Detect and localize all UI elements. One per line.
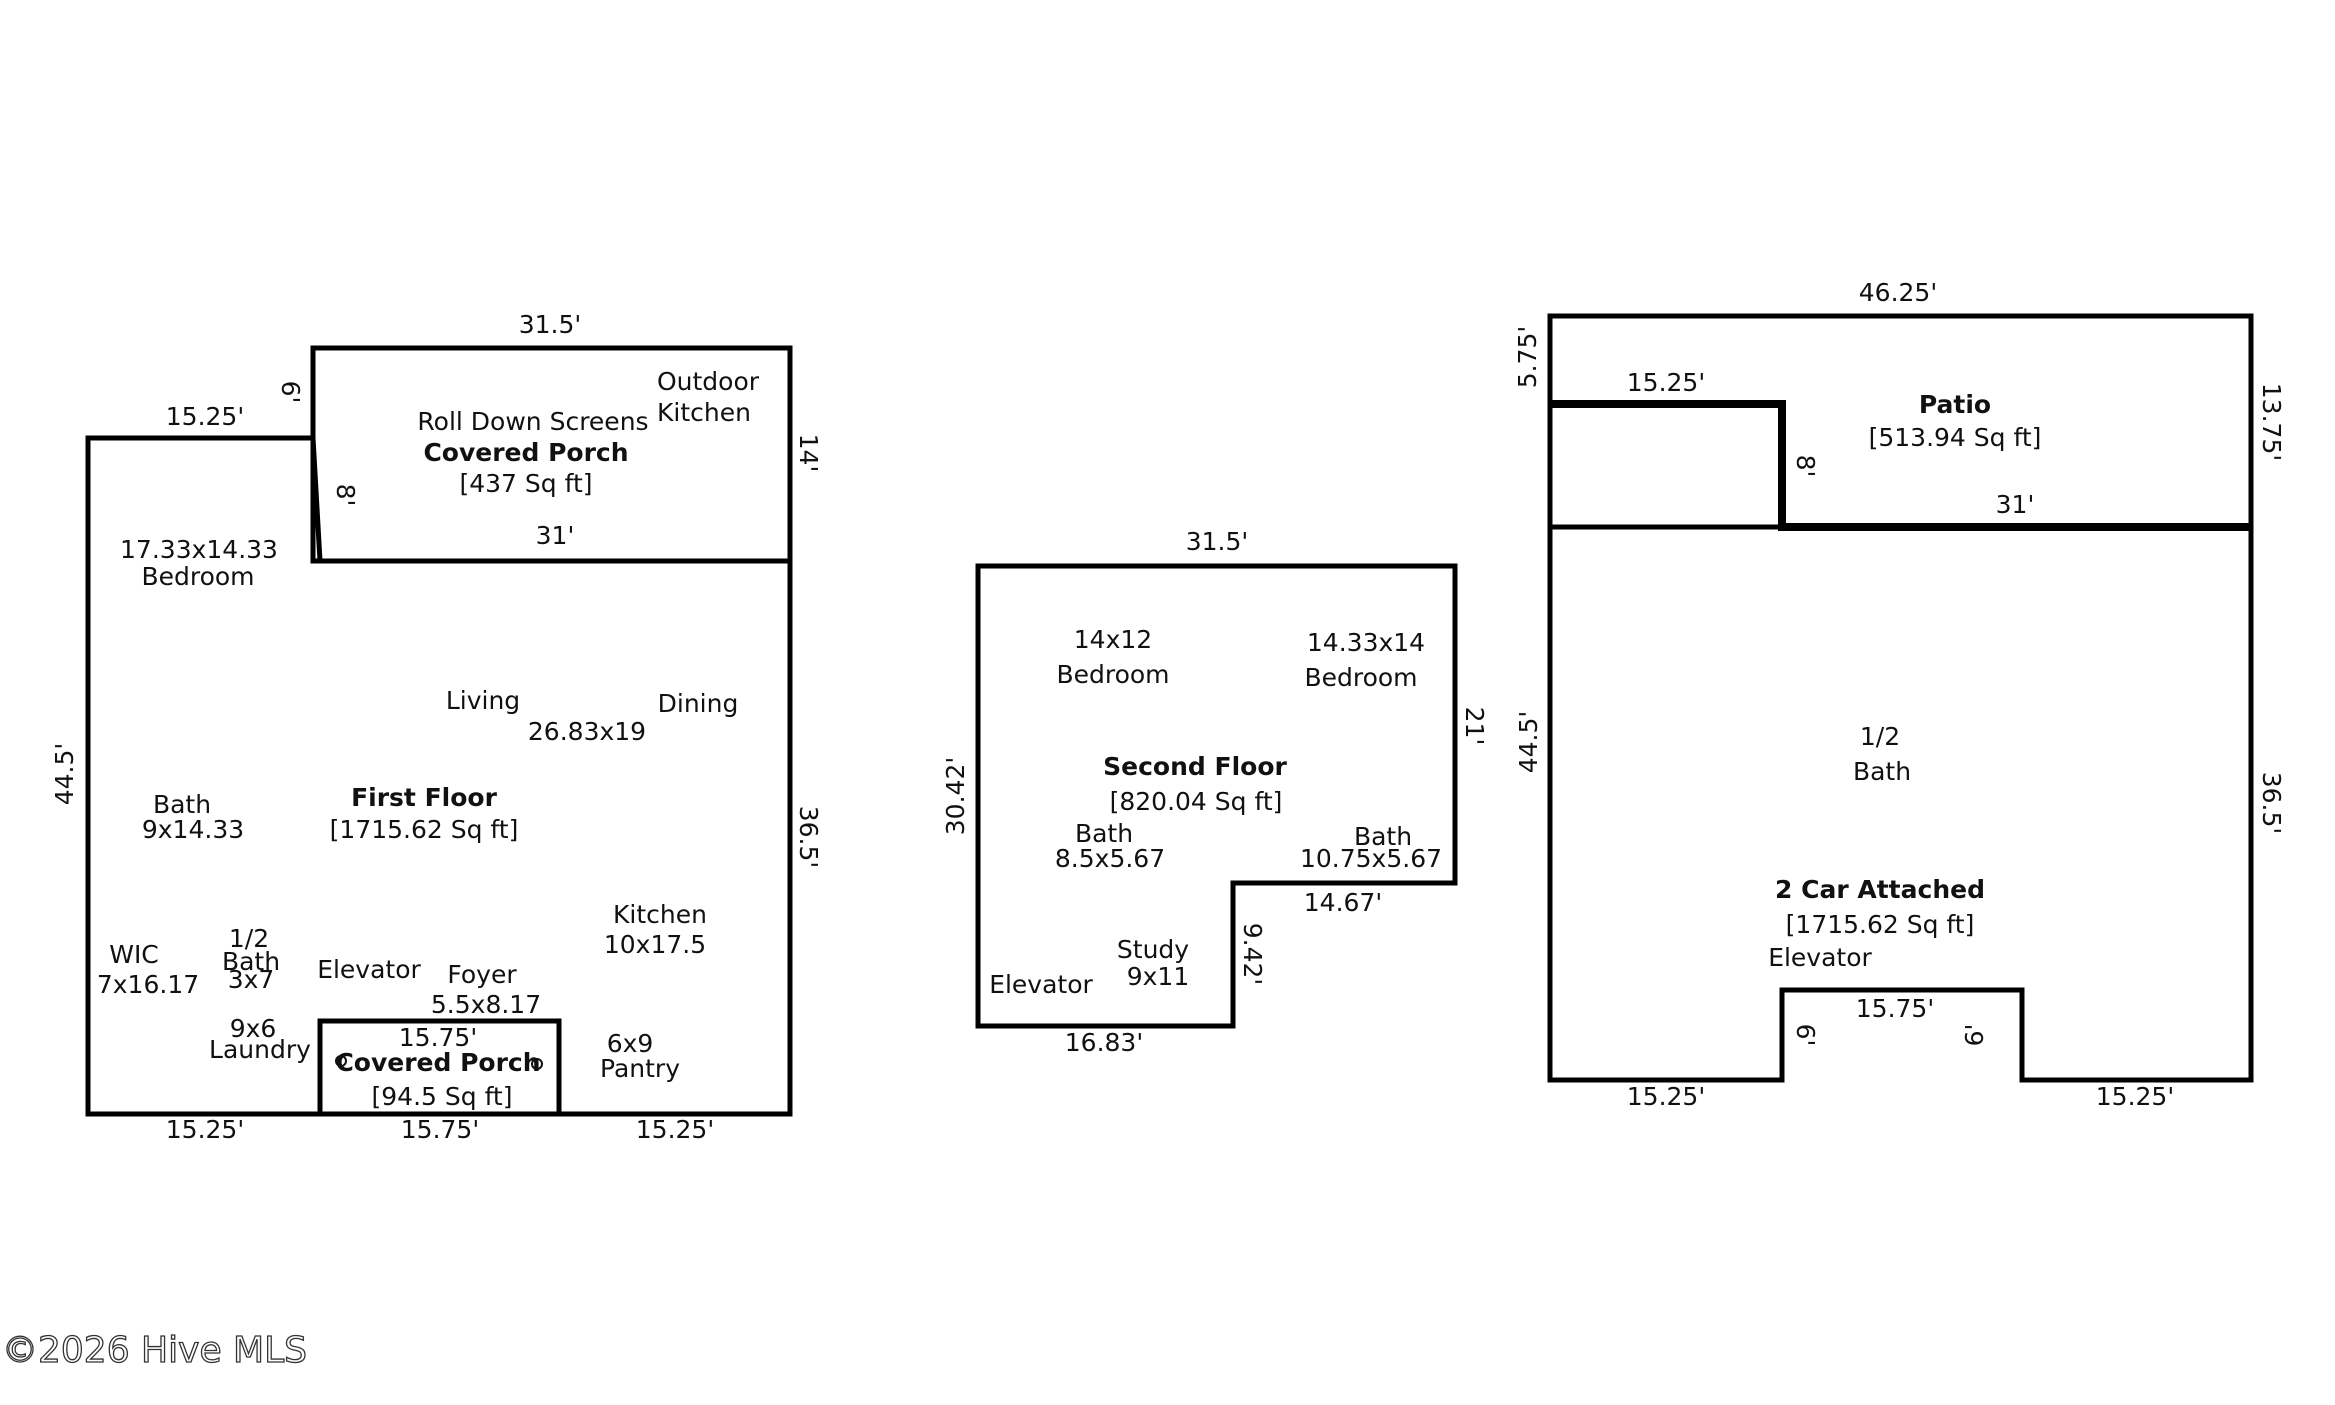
second-floor-area: [820.04 Sq ft] (1110, 787, 1283, 816)
pantry-label: Pantry (600, 1054, 680, 1083)
garage-area: [1715.62 Sq ft] (1786, 910, 1975, 939)
dim-notch-upper: 6' (276, 381, 305, 404)
bedroom-size: 17.33x14.33 (120, 535, 278, 564)
dim-garage-notch-left: 6' (1791, 1024, 1820, 1047)
bath1-label: Bath (1075, 819, 1133, 848)
kitchen-size: 10x17.5 (604, 930, 706, 959)
bath1-size: 8.5x5.67 (1055, 844, 1165, 873)
bath2-label: Bath (1354, 822, 1412, 851)
dim-second-top: 31.5' (1186, 527, 1249, 556)
dim-garage-left: 44.5' (1514, 711, 1543, 774)
dim-garage-right-upper: 13.75' (2257, 383, 2286, 461)
dim-second-right: 21' (1460, 707, 1489, 746)
dim-garage-right-lower: 36.5' (2257, 772, 2286, 835)
porch-note: Roll Down Screens (417, 407, 648, 436)
bedroom2-size: 14.33x14 (1307, 628, 1425, 657)
elevator-label: Elevator (317, 955, 421, 984)
dim-patio-bottom: 31' (1996, 490, 2035, 519)
dim-top-left: 15.25' (166, 402, 244, 431)
patio-boundary (1550, 400, 2251, 531)
bedroom1-size: 14x12 (1074, 625, 1152, 654)
foyer-label: Foyer (447, 960, 517, 989)
half-bath-size: 3x7 (228, 965, 275, 994)
front-covered-porch-outline (317, 1018, 562, 1117)
bath2-size: 10.75x5.67 (1300, 844, 1442, 873)
study-size: 9x11 (1127, 962, 1190, 991)
kitchen-label: Kitchen (613, 900, 707, 929)
dim-second-step-h: 14.67' (1304, 888, 1382, 917)
dim-garage-bottom-left: 15.25' (1627, 1082, 1705, 1111)
dim-garage-notch-right: 6' (1960, 1024, 1989, 1047)
garage-outline-top (1547, 313, 2254, 530)
bedroom1-label: Bedroom (1056, 660, 1169, 689)
dim-bottom-left: 15.25' (166, 1115, 244, 1144)
back-porch-title: Covered Porch (423, 438, 628, 467)
dim-patio-step: 8' (1791, 455, 1820, 478)
bath-size: 9x14.33 (142, 815, 244, 844)
dim-second-bottom: 16.83' (1065, 1028, 1143, 1057)
living-size: 26.83x19 (528, 717, 646, 746)
second-floor-outline (975, 563, 1458, 1029)
second-floor-plan: 31.5' 30.42' 21' 14.67' 9.42' 16.83' 14x… (941, 527, 1489, 1057)
dim-garage-top: 46.25' (1859, 278, 1937, 307)
outdoor-kitchen-line2: Kitchen (657, 398, 751, 427)
dim-garage-notch-top: 15.75' (1856, 994, 1934, 1023)
bedroom2-label: Bedroom (1304, 663, 1417, 692)
patio-title: Patio (1919, 390, 1991, 419)
second-elevator-label: Elevator (989, 970, 1093, 999)
dim-garage-top-left: 5.75' (1513, 326, 1542, 389)
back-covered-porch-outline (310, 345, 793, 564)
half-bath-line2: Bath (222, 947, 280, 976)
first-floor-title: First Floor (351, 783, 498, 812)
dim-left: 44.5' (50, 743, 79, 806)
first-floor-area: [1715.62 Sq ft] (330, 815, 519, 844)
garage-elevator-label: Elevator (1768, 943, 1872, 972)
laundry-label: Laundry (209, 1035, 311, 1064)
watermark: ©2026 Hive MLS (2, 1330, 307, 1371)
second-floor-title: Second Floor (1103, 752, 1287, 781)
dim-right-upper: 14' (794, 434, 823, 473)
dim-bottom-mid: 15.75' (401, 1115, 479, 1144)
half-bath-line1: 1/2 (229, 924, 269, 953)
living-label: Living (446, 686, 520, 715)
pantry-size: 6x9 (607, 1029, 654, 1058)
study-label: Study (1117, 935, 1189, 964)
back-porch-area: [437 Sq ft] (459, 469, 592, 498)
wic-size: 7x16.17 (97, 970, 199, 999)
front-porch-area: [94.5 Sq ft] (372, 1082, 513, 1111)
front-porch-title: Covered Porch (335, 1048, 540, 1077)
dim-second-left: 30.42' (941, 757, 970, 835)
garage-title: 2 Car Attached (1775, 875, 1985, 904)
garage-half-bath-line2: Bath (1853, 757, 1911, 786)
bedroom-label: Bedroom (141, 562, 254, 591)
porch-post-left-icon (335, 1055, 347, 1067)
dim-second-step-v: 9.42' (1238, 923, 1267, 986)
bath-label: Bath (153, 790, 211, 819)
garage-outline (1547, 316, 2254, 1083)
first-floor-plan: 31.5' 15.25' 6' 8' 31' 14' 36.5' 44.5' 1… (50, 310, 823, 1144)
front-porch-top-dim: 15.75' (399, 1023, 477, 1052)
dim-notch-lower: 8' (331, 484, 360, 507)
laundry-size: 9x6 (230, 1014, 277, 1043)
foyer-size: 5.5x8.17 (431, 990, 541, 1019)
wic-label: WIC (109, 940, 159, 969)
dim-patio-left-top: 15.25' (1627, 368, 1705, 397)
dining-label: Dining (658, 689, 739, 718)
dim-right-lower: 36.5' (794, 806, 823, 869)
patio-area: [513.94 Sq ft] (1869, 423, 2042, 452)
garage-half-bath-line1: 1/2 (1860, 722, 1900, 751)
outdoor-kitchen-line1: Outdoor (657, 367, 760, 396)
dim-top: 31.5' (519, 310, 582, 339)
dim-porch-bottom: 31' (536, 521, 575, 550)
garage-plan: 46.25' 5.75' 15.25' 8' 31' 13.75' 44.5' … (1513, 278, 2286, 1111)
dim-garage-bottom-right: 15.25' (2096, 1082, 2174, 1111)
dim-bottom-right: 15.25' (636, 1115, 714, 1144)
porch-post-right-icon (531, 1058, 543, 1070)
